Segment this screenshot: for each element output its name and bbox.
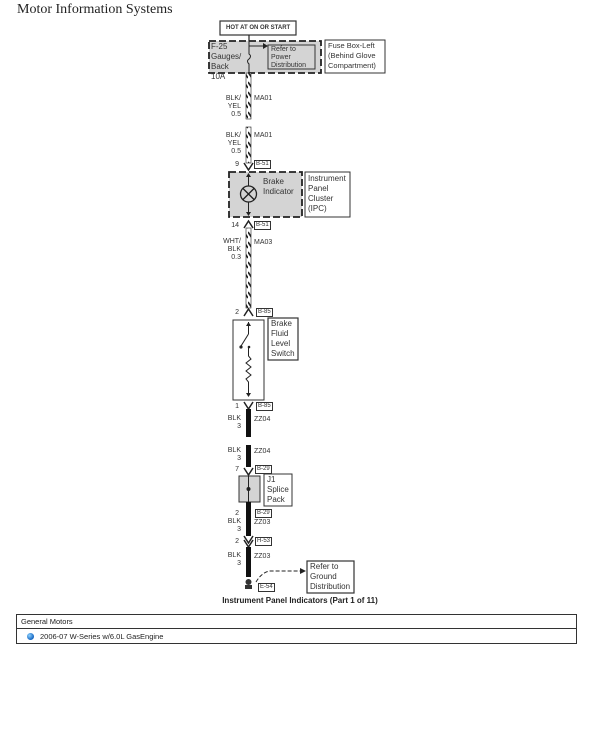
connector-label: B-51 (254, 221, 271, 230)
power-label: HOT AT ON OR START (226, 25, 291, 31)
connector-label: H-53 (255, 537, 273, 546)
pin-number: 1 (235, 403, 239, 410)
circuit-label: MA01 (254, 95, 273, 102)
connector-label: B-85 (256, 402, 273, 411)
fuse-label: F-25 Gauges/ Back 10A (211, 42, 242, 81)
circuit-label: MA01 (254, 132, 273, 139)
pin-number: 2 (235, 309, 239, 316)
circuit-label: ZZ03 (254, 553, 271, 560)
pin-number: 2 (235, 510, 239, 517)
pin-number: 2 (235, 538, 239, 545)
pin-number: 7 (235, 466, 239, 473)
manufacturer-label: General Motors (21, 617, 73, 626)
connector-label: B-85 (256, 308, 273, 317)
pin-number: 9 (235, 161, 239, 168)
vehicle-row[interactable]: 2006-07 W-Series w/6.0L GasEngine (17, 629, 576, 643)
wiring-diagram: HOT AT ON OR START F-25 Gauges/ Back 10A… (208, 20, 386, 594)
manufacturer-row: General Motors (17, 615, 576, 629)
ground-connector-label: E-54 (258, 583, 275, 592)
globe-icon (27, 632, 34, 640)
circuit-label: MA03 (254, 239, 273, 246)
vehicle-label: 2006-07 W-Series w/6.0L GasEngine (40, 631, 164, 641)
vehicle-info-table: General Motors 2006-07 W-Series w/6.0L G… (16, 614, 577, 644)
diagram-caption: Instrument Panel Indicators (Part 1 of 1… (222, 596, 378, 605)
circuit-label: ZZ04 (254, 448, 271, 455)
connector-label: B-51 (254, 160, 271, 169)
fuse-box-label: Fuse Box-Left (Behind Glove Compartment) (328, 41, 376, 70)
connector-label: B-29 (255, 509, 272, 518)
connector-label: B-29 (255, 465, 272, 474)
site-title: Motor Information Systems (17, 2, 173, 17)
circuit-label: ZZ04 (254, 416, 271, 423)
wiring-diagram-graphic (208, 20, 386, 594)
pin-number: 14 (231, 222, 239, 229)
circuit-label: ZZ03 (254, 519, 271, 526)
refer-power-link[interactable]: Refer to Power Distribution (271, 46, 307, 69)
